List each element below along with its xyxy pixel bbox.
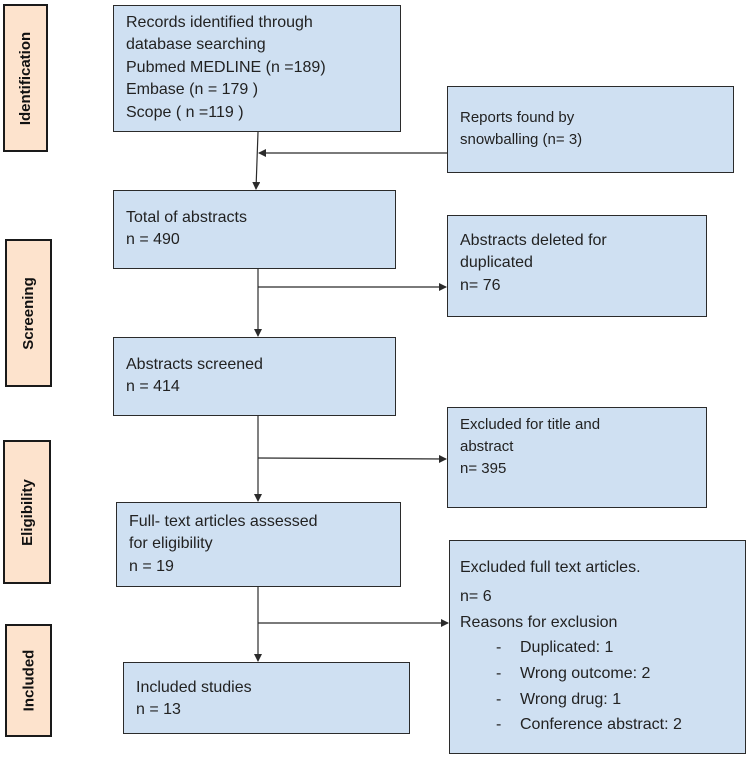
total-abstracts-box: Total of abstracts n = 490 xyxy=(113,190,396,269)
snowballing-box: Reports found by snowballing (n= 3) xyxy=(447,86,734,173)
box-line: Abstracts deleted for xyxy=(460,232,607,249)
stage-label: Included xyxy=(20,649,38,712)
box-line: n= 395 xyxy=(460,459,507,477)
box-line: Full- text articles assessed xyxy=(129,513,318,530)
box-line: Scope ( n =119 ) xyxy=(126,103,244,121)
excluded-fulltext-box: Excluded full text articles. n= 6 Reason… xyxy=(449,540,746,754)
arrow-records-to-total xyxy=(252,131,261,190)
stage-eligibility: Eligibility xyxy=(3,440,51,584)
deleted-duplicated-box: Abstracts deleted for duplicated n= 76 xyxy=(447,215,707,317)
box-line: Excluded for title and xyxy=(460,416,601,433)
box-line: abstract xyxy=(460,437,514,455)
box-line: Embase (n = 179 ) xyxy=(126,81,259,99)
box-line: n = 19 xyxy=(129,557,174,575)
box-line: n= 76 xyxy=(460,276,501,294)
stage-label: Eligibility xyxy=(18,478,36,546)
box-line: for eligibility xyxy=(129,535,213,553)
box-line: Reports found by xyxy=(460,109,575,126)
list-item: Wrong outcome: 2 xyxy=(460,661,735,687)
excluded-title-box: Excluded for title and abstract n= 395 xyxy=(447,407,707,508)
box-line: Pubmed MEDLINE (n =189) xyxy=(126,58,326,76)
box-line: n = 490 xyxy=(126,231,180,249)
arrow-to-excluded-title xyxy=(257,454,447,463)
stage-label: Identification xyxy=(17,31,34,125)
box-line: Excluded full text articles. xyxy=(460,559,641,576)
stage-label: Screening xyxy=(20,276,37,350)
stage-identification: Identification xyxy=(3,4,48,152)
box-line: n= 6 xyxy=(460,587,492,605)
box-line: Records identified through xyxy=(126,14,313,31)
box-line: database searching xyxy=(126,36,266,54)
list-item: Wrong drug: 1 xyxy=(460,687,735,713)
list-item: Conference abstract: 2 xyxy=(460,712,735,738)
stage-screening: Screening xyxy=(5,239,52,387)
box-line: duplicated xyxy=(460,254,533,272)
box-line: snowballing (n= 3) xyxy=(460,130,583,148)
records-identified-box: Records identified through database sear… xyxy=(113,5,401,132)
box-line: Included studies xyxy=(136,679,252,696)
box-line: n = 414 xyxy=(126,378,180,396)
fulltext-assessed-box: Full- text articles assessed for eligibi… xyxy=(116,502,401,587)
reasons-list: Duplicated: 1 Wrong outcome: 2 Wrong dru… xyxy=(460,635,735,737)
box-line: Abstracts screened xyxy=(126,356,263,373)
box-line: n = 13 xyxy=(136,701,181,719)
abstracts-screened-box: Abstracts screened n = 414 xyxy=(113,337,396,416)
list-item: Duplicated: 1 xyxy=(460,635,735,661)
box-line: Reasons for exclusion xyxy=(460,613,618,631)
stage-included: Included xyxy=(5,624,52,737)
box-line: Total of abstracts xyxy=(126,209,247,226)
included-studies-box: Included studies n = 13 xyxy=(123,662,410,734)
